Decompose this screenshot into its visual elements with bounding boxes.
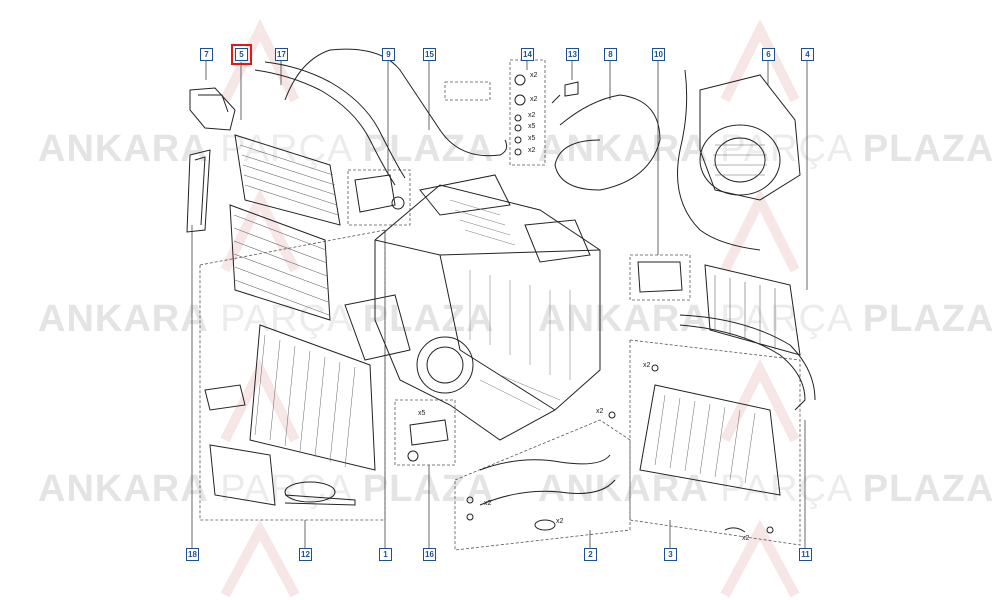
callout-8[interactable]: 8 bbox=[604, 48, 617, 61]
quantity-label: x2 bbox=[530, 72, 538, 79]
callout-14[interactable]: 14 bbox=[521, 48, 534, 61]
callout-18[interactable]: 18 bbox=[186, 548, 199, 561]
quantity-label: x2 bbox=[643, 362, 651, 369]
callout-2[interactable]: 2 bbox=[584, 548, 597, 561]
callout-12[interactable]: 12 bbox=[299, 548, 312, 561]
quantity-label: x2 bbox=[742, 535, 750, 542]
callout-17[interactable]: 17 bbox=[275, 48, 288, 61]
quantity-label: x2 bbox=[528, 112, 536, 119]
callout-11[interactable]: 11 bbox=[799, 548, 812, 561]
callout-10[interactable]: 10 bbox=[652, 48, 665, 61]
callout-6[interactable]: 6 bbox=[762, 48, 775, 61]
callout-1[interactable]: 1 bbox=[379, 548, 392, 561]
quantity-label: x5 bbox=[418, 410, 426, 417]
quantity-label: x2 bbox=[556, 518, 564, 525]
quantity-label: x2 bbox=[484, 500, 492, 507]
callout-7[interactable]: 7 bbox=[200, 48, 213, 61]
quantity-label: x2 bbox=[528, 147, 536, 154]
quantity-label: x2 bbox=[596, 408, 604, 415]
callout-16[interactable]: 16 bbox=[423, 548, 436, 561]
callout-15[interactable]: 15 bbox=[423, 48, 436, 61]
quantity-label: x5 bbox=[528, 135, 536, 142]
callout-3[interactable]: 3 bbox=[664, 548, 677, 561]
callout-5-selected[interactable]: 5 bbox=[231, 44, 252, 65]
callout-13[interactable]: 13 bbox=[566, 48, 579, 61]
quantity-label: x5 bbox=[528, 123, 536, 130]
callout-4[interactable]: 4 bbox=[801, 48, 814, 61]
quantity-label: x2 bbox=[530, 96, 538, 103]
callout-9[interactable]: 9 bbox=[382, 48, 395, 61]
